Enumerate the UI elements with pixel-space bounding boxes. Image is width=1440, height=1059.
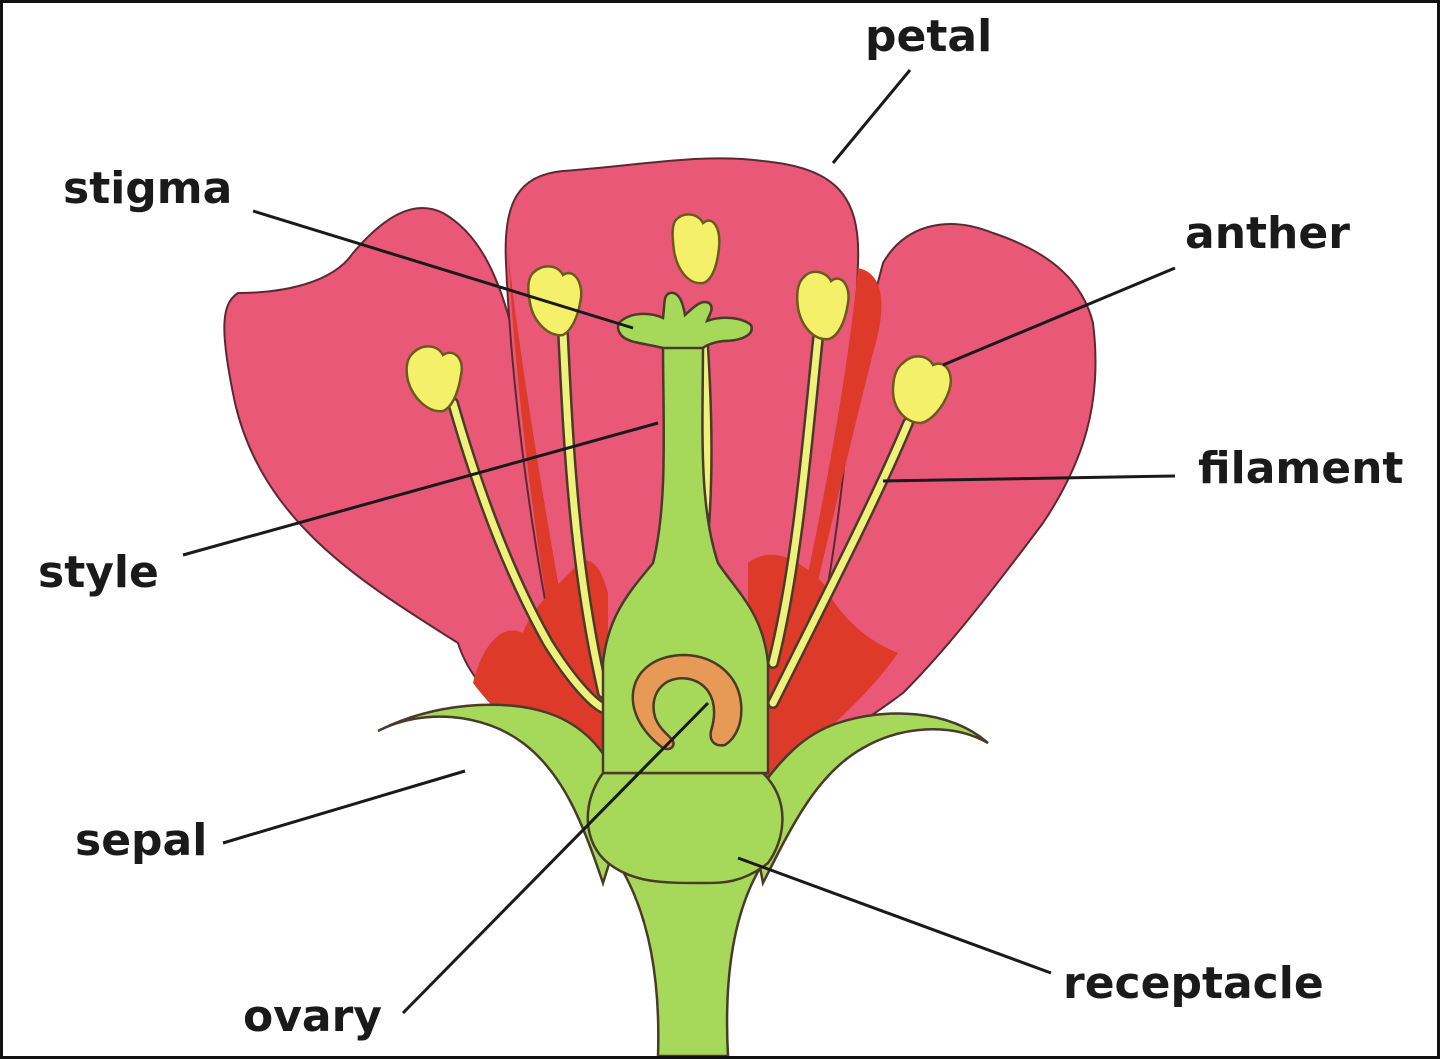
label-ovary: ovary	[243, 991, 382, 1042]
leader-ovary	[401, 701, 710, 1015]
right-sepal	[746, 712, 989, 887]
label-receptacle: receptacle	[1063, 958, 1324, 1009]
label-stigma: stigma	[63, 163, 232, 214]
leader-sepal	[222, 769, 466, 845]
anther-5	[891, 355, 952, 425]
ovule	[631, 653, 743, 751]
leader-anther	[942, 266, 1176, 367]
leader-petal	[831, 69, 912, 164]
anther-4	[795, 270, 850, 341]
label-style: style	[38, 547, 159, 598]
leader-receptacle	[737, 856, 1052, 975]
stigma-shape	[616, 291, 753, 350]
label-sepal: sepal	[75, 815, 207, 866]
leader-lines	[182, 69, 1176, 1015]
label-anther: anther	[1185, 208, 1350, 259]
label-filament: filament	[1198, 443, 1403, 494]
pistil	[601, 291, 770, 775]
anther-3	[671, 213, 721, 285]
leader-stigma	[252, 209, 634, 330]
leader-filament	[882, 474, 1176, 483]
label-petal: petal	[865, 11, 992, 62]
flower-illustration: petal stigma anther filament style sepal…	[38, 11, 1403, 1056]
anther-1	[405, 345, 464, 413]
receptacle-shape	[586, 771, 784, 885]
labels: petal stigma anther filament style sepal…	[38, 11, 1403, 1042]
anther-2	[527, 265, 583, 337]
stamens	[405, 213, 952, 714]
leader-style	[182, 421, 659, 557]
anthers	[405, 213, 952, 425]
stem-group	[377, 703, 989, 1056]
left-sepal	[377, 703, 630, 888]
style-shape	[601, 341, 770, 775]
stem	[615, 861, 766, 1056]
